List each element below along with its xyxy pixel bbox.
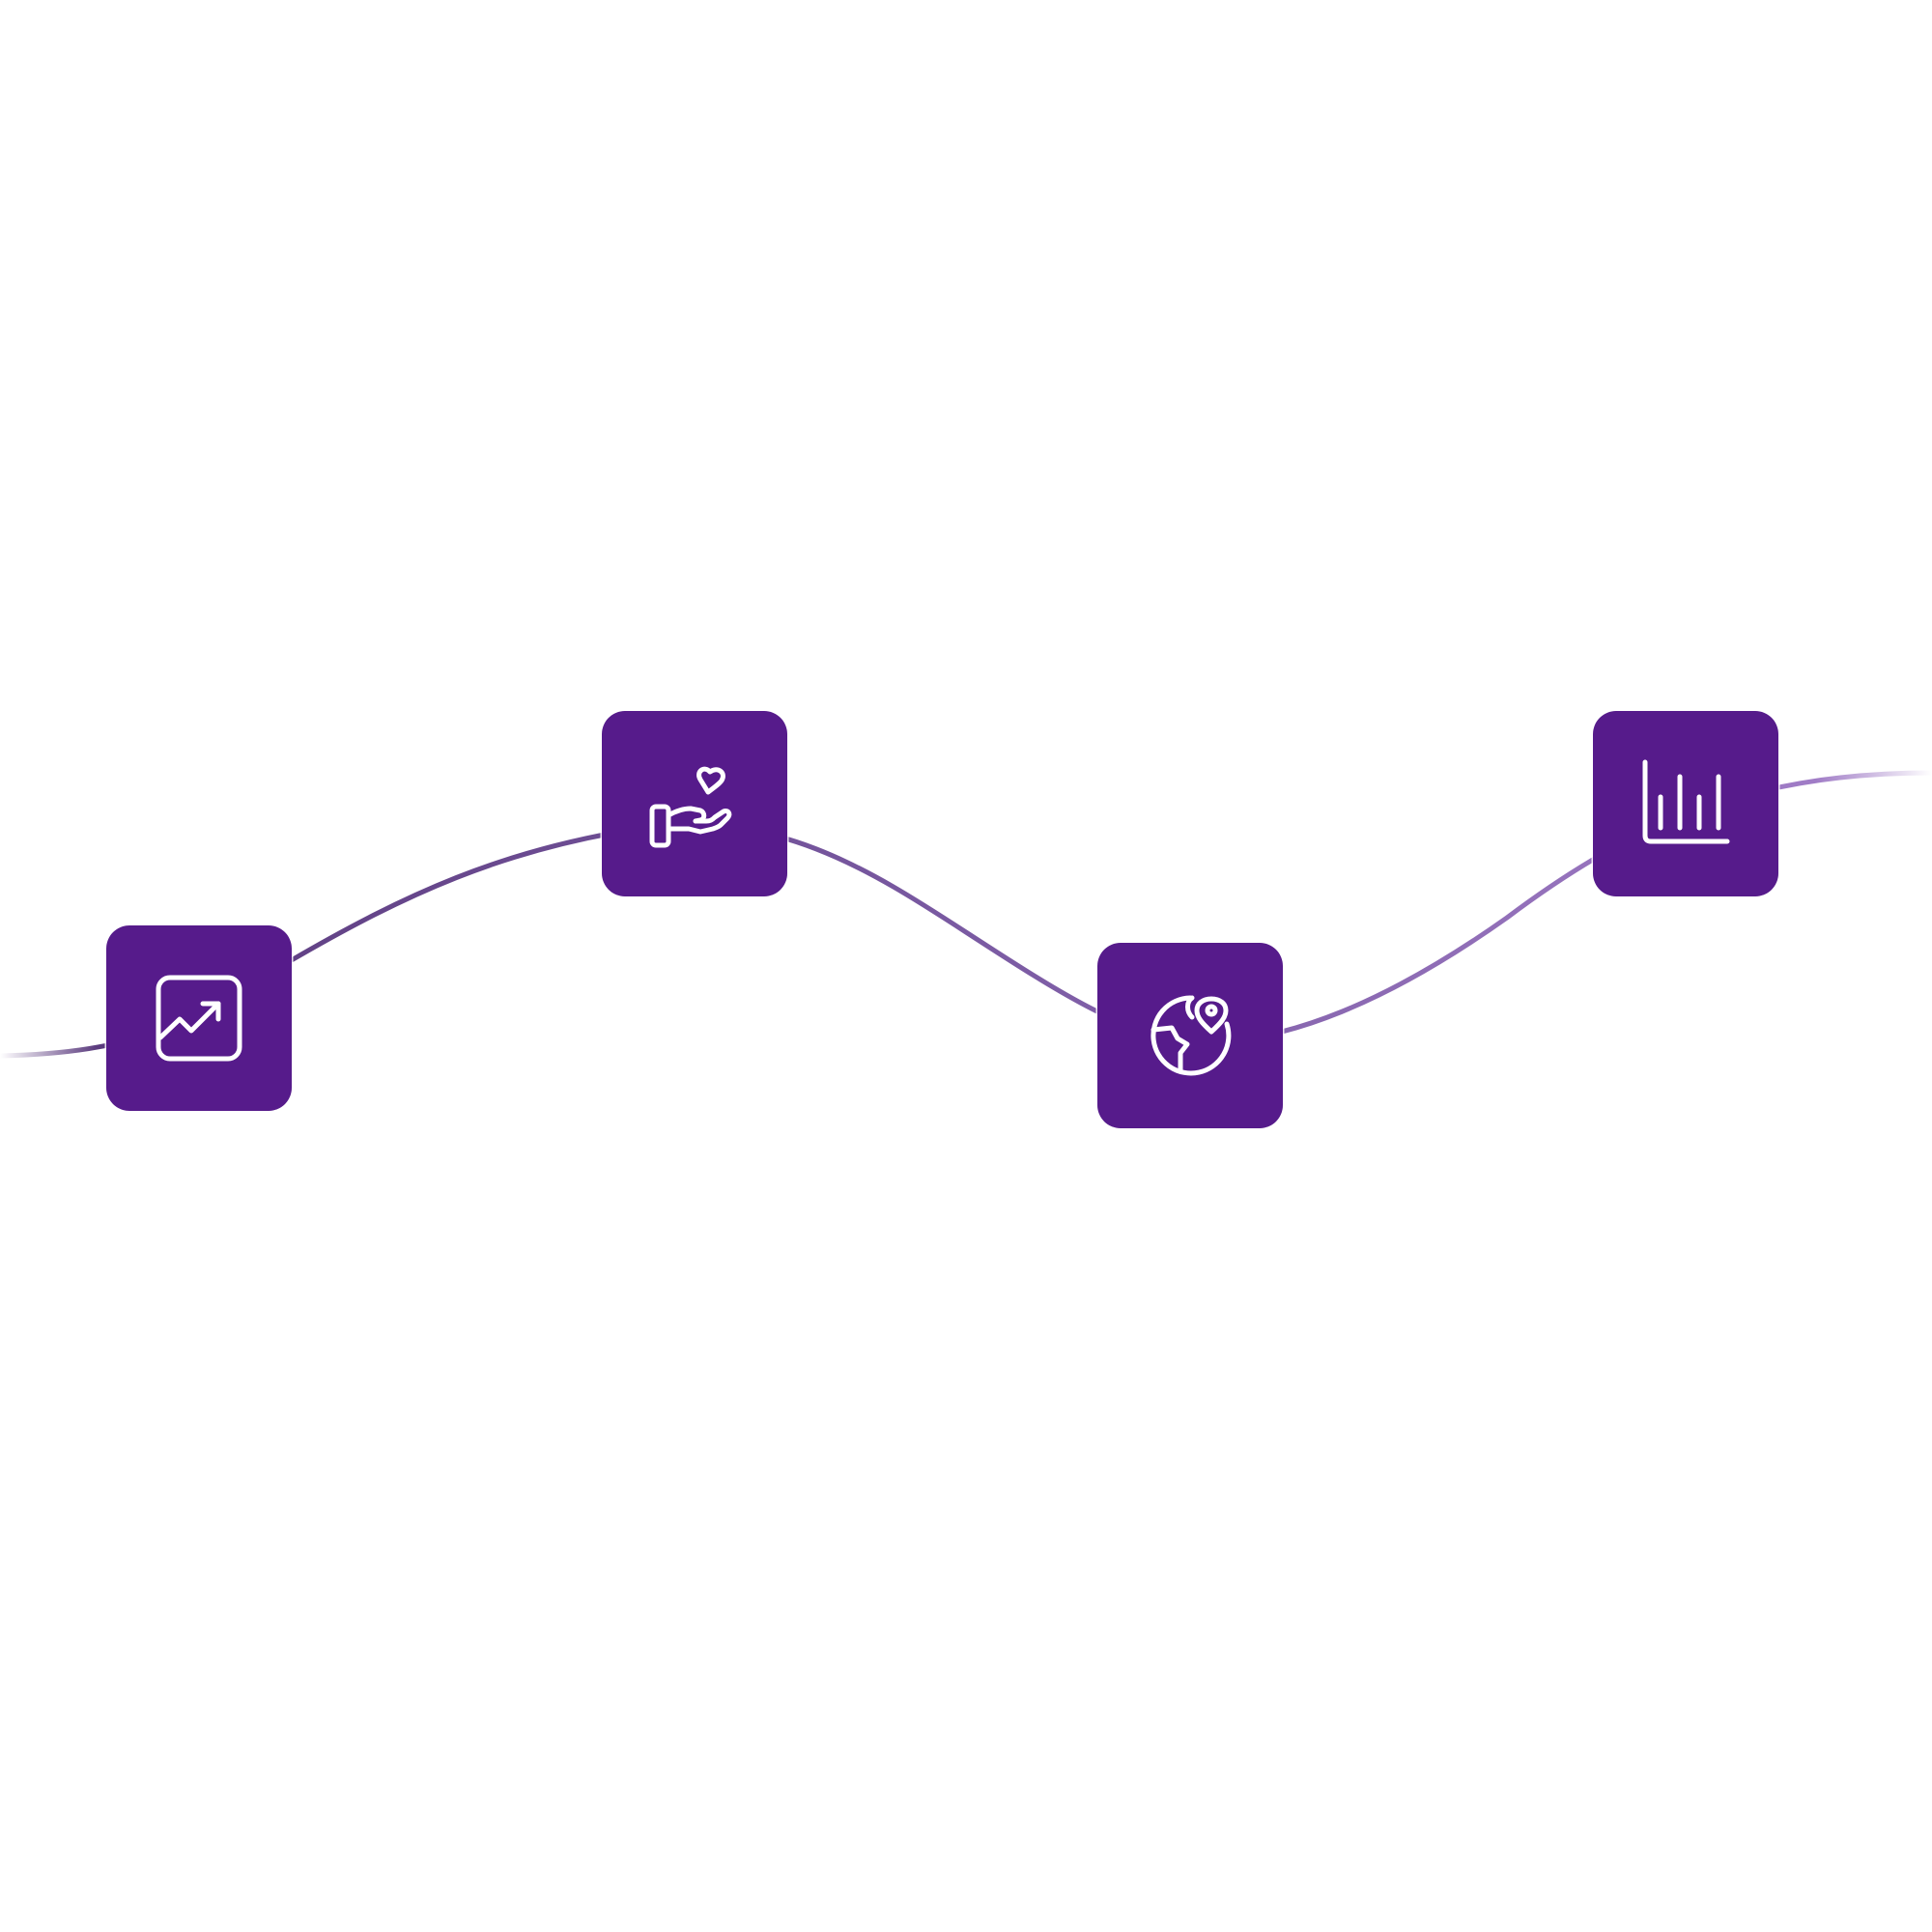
node-tile-growth[interactable] xyxy=(106,925,292,1111)
globe-location-icon xyxy=(1142,987,1238,1084)
trend-up-icon xyxy=(151,970,247,1066)
bar-chart-icon xyxy=(1637,755,1734,852)
node-tile-analytics[interactable] xyxy=(1593,711,1778,896)
hand-heart-icon xyxy=(646,755,743,852)
node-tile-care[interactable] xyxy=(602,711,787,896)
node-tile-global[interactable] xyxy=(1097,943,1283,1128)
